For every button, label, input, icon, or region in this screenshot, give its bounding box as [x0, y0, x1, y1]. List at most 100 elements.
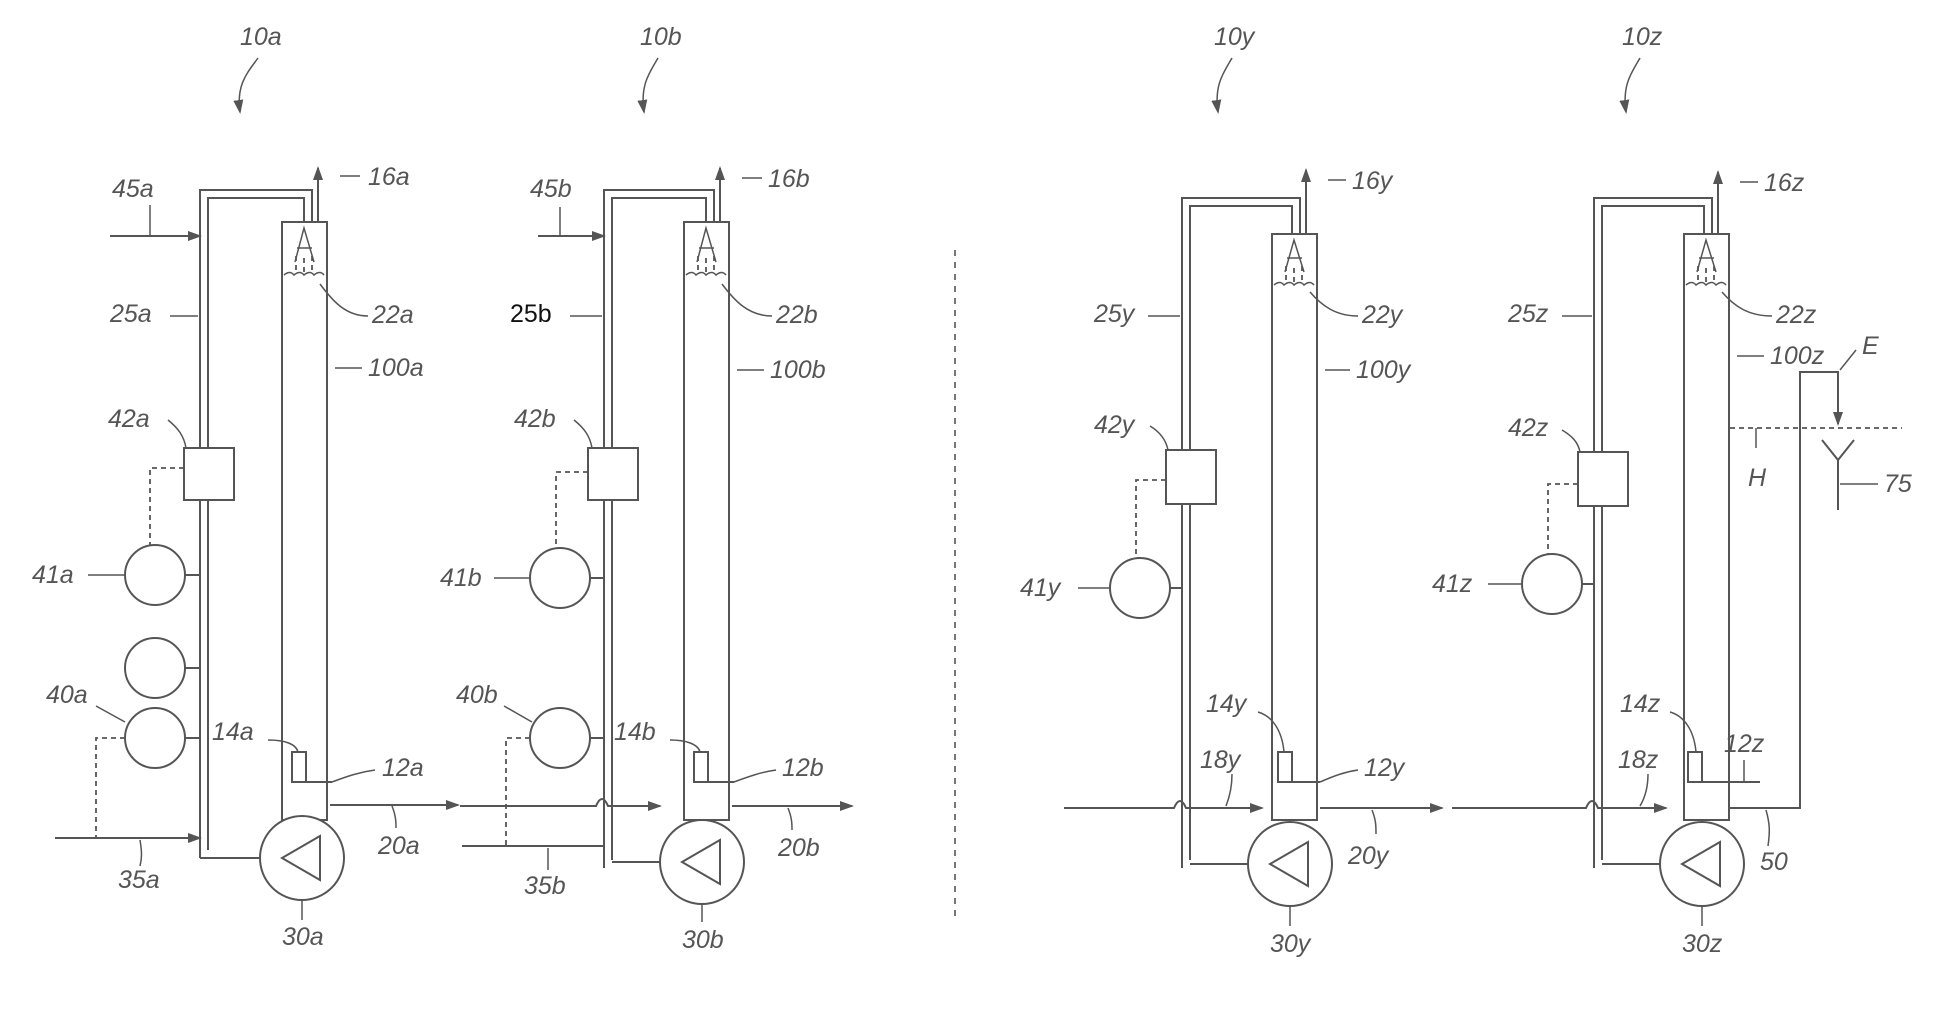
label-inlet-10b: 12b [782, 754, 824, 782]
pressure-gauge-10a [125, 545, 185, 605]
label-outlet-10b: 16b [768, 165, 810, 193]
label-gauge-10y: 41y [1020, 574, 1062, 602]
label-system-10a: 10a [240, 23, 282, 51]
label-level-10b: 14b [614, 718, 656, 746]
label-system-10z: 10z [1622, 23, 1663, 51]
label-outlet-10z: 16z [1764, 169, 1805, 197]
level-switch-10b [694, 752, 708, 782]
signal-line-controller-10b [556, 472, 588, 550]
label-controller-10b: 42b [514, 405, 556, 433]
leader-outflow-10a [392, 806, 396, 828]
label-column-10b: 25b [510, 300, 552, 328]
system-pointer-10b [643, 58, 658, 112]
level-switch-10y [1278, 752, 1292, 782]
label-controller-10a: 42a [108, 405, 150, 433]
panel-10b: 10b 16b 45b 25b 22b 100b 42b 41b 40b [440, 23, 852, 954]
label-sensor-10a: 40a [46, 681, 88, 709]
vessel-10a [282, 222, 327, 820]
leader-elevation-10z [1840, 350, 1856, 370]
leader-inlet-10b [734, 770, 776, 782]
pressure-gauge-10y [1110, 558, 1170, 618]
label-nozzle-10b: 22b [775, 301, 818, 329]
leader-feed-10z [1640, 774, 1648, 806]
vessel-10b [684, 222, 729, 820]
label-pump-10z: 30z [1682, 930, 1723, 958]
system-pointer-10a [239, 58, 258, 112]
pump-10z [1660, 822, 1744, 906]
label-outflow-10b: 20b [777, 834, 820, 862]
leader-sensor-10b [504, 706, 532, 722]
label-height-10z: H [1748, 464, 1767, 492]
label-column-10z: 25z [1507, 300, 1549, 328]
label-inlet-10z: 12z [1724, 730, 1765, 758]
leader-controller-10z [1562, 430, 1580, 452]
leader-inlet-10y [1320, 770, 1358, 782]
label-vessel-10b: 100b [770, 356, 826, 384]
leader-controller-10b [574, 420, 592, 448]
leader-inlet-10a [332, 770, 375, 782]
label-outlet-10y: 16y [1352, 167, 1394, 195]
label-drain-10z: 75 [1884, 470, 1912, 498]
label-vessel-10z: 100z [1770, 342, 1825, 370]
level-switch-10z [1688, 752, 1702, 782]
leader-outflow-10y [1372, 810, 1376, 834]
drain-funnel-10z [1822, 440, 1854, 510]
label-outflow-10a: 20a [377, 832, 420, 860]
label-return-10z: 50 [1760, 848, 1788, 876]
sensor-10a [125, 708, 185, 768]
sensor-10b [530, 708, 590, 768]
pressure-gauge-10z [1522, 554, 1582, 614]
label-feed-10z: 18z [1618, 746, 1659, 774]
controller-box-10a [184, 448, 234, 500]
label-pumpline-10b: 35b [524, 872, 566, 900]
level-switch-10a [292, 752, 306, 782]
leader-pumpline-10a [140, 840, 142, 866]
feed-line-10z [1452, 801, 1666, 808]
signal-line-controller-10a [150, 468, 184, 545]
leader-sensor-10a [96, 706, 125, 722]
label-gauge-10z: 41z [1432, 570, 1473, 598]
label-gauge-10b: 41b [440, 564, 482, 592]
label-inlet-10y: 12y [1364, 754, 1406, 782]
label-pumpline-10a: 35a [118, 866, 160, 894]
label-system-10y: 10y [1214, 23, 1256, 51]
leader-controller-10y [1150, 426, 1168, 450]
label-feed-10y: 18y [1200, 746, 1242, 774]
signal-line-sensor-10a [96, 738, 125, 838]
label-gauge-10a: 41a [32, 561, 74, 589]
leader-controller-10a [168, 420, 186, 448]
label-controller-10z: 42z [1508, 414, 1549, 442]
panel-10y: 10y 16y 25y 22y 100y 42y 41y 14y 12y [1020, 23, 1442, 958]
feed-line-10y [1064, 801, 1262, 808]
system-pointer-10z [1625, 58, 1640, 112]
label-vessel-10y: 100y [1356, 356, 1412, 384]
controller-box-10z [1578, 452, 1628, 506]
pressure-gauge-10b [530, 548, 590, 608]
label-nozzle-10a: 22a [371, 301, 414, 329]
label-nozzle-10z: 22z [1775, 301, 1817, 329]
pump-10a [260, 816, 344, 900]
leader-feed-10y [1226, 774, 1232, 806]
auxiliary-gauge-10a [125, 638, 185, 698]
label-outflow-10y: 20y [1347, 842, 1390, 870]
panel-10z: 10z 16z 25z 22z 100z E H 75 42z [1432, 23, 1912, 958]
label-vessel-10a: 100a [368, 354, 424, 382]
controller-box-10y [1166, 450, 1216, 504]
signal-line-controller-10z [1548, 484, 1578, 556]
label-elevation-10z: E [1862, 332, 1879, 360]
panel-10a: 10a 16a 45a 25a 22a 100a 42a [32, 23, 458, 951]
label-inlet-10a: 12a [382, 754, 424, 782]
label-level-10a: 14a [212, 718, 254, 746]
label-pump-10b: 30b [682, 926, 724, 954]
controller-box-10b [588, 448, 638, 500]
label-outlet-10a: 16a [368, 163, 410, 191]
leader-outflow-10b [788, 808, 792, 830]
pump-10y [1248, 822, 1332, 906]
label-pump-10y: 30y [1270, 930, 1312, 958]
label-nozzle-10y: 22y [1361, 301, 1404, 329]
label-supply-10b: 45b [530, 175, 572, 203]
label-system-10b: 10b [640, 23, 682, 51]
signal-line-controller-10y [1136, 480, 1166, 558]
system-pointer-10y [1217, 58, 1232, 112]
